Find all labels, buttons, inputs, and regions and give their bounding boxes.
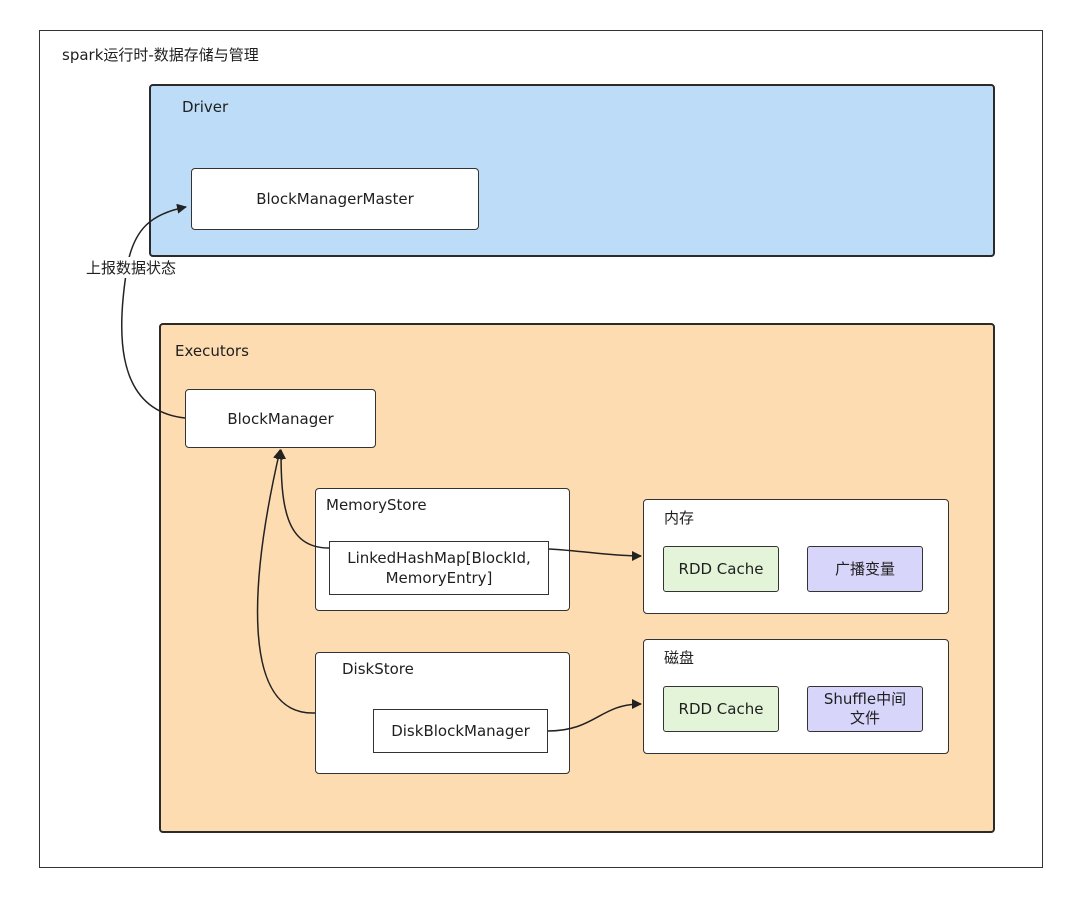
broadcast-variable-node[interactable]: 广播变量: [807, 546, 923, 592]
shuffle-file-node[interactable]: Shuffle中间 文件: [807, 686, 923, 732]
linked-hash-map-line1: LinkedHashMap[BlockId,: [347, 549, 531, 567]
linked-hash-map-line2: MemoryEntry]: [385, 569, 493, 587]
block-manager-master-node[interactable]: BlockManagerMaster: [191, 168, 479, 230]
shuffle-file-line2: 文件: [849, 709, 880, 727]
disk-store-to-block-manager-edge: [256, 449, 316, 714]
report-status-label: 上报数据状态: [84, 257, 179, 278]
block-manager-master-label: BlockManagerMaster: [256, 190, 414, 208]
disk-rdd-cache-label: RDD Cache: [678, 699, 764, 718]
memory-store-title: MemoryStore: [326, 496, 427, 514]
disk-title: 磁盘: [664, 649, 695, 667]
memory-store-to-block-manager-edge: [276, 449, 330, 549]
memory-title: 内存: [664, 509, 695, 527]
driver-title: Driver: [182, 98, 229, 116]
hash-map-to-memory-edge: [548, 548, 642, 561]
memory-rdd-cache-label: RDD Cache: [678, 559, 764, 578]
memory-rdd-cache-node[interactable]: RDD Cache: [663, 546, 779, 592]
report-status-edge: [120, 203, 187, 419]
broadcast-variable-label: 广播变量: [834, 559, 895, 578]
disk-block-manager-to-disk-edge: [547, 699, 642, 732]
shuffle-file-line1: Shuffle中间: [823, 690, 907, 708]
block-manager-node[interactable]: BlockManager: [185, 389, 376, 448]
linked-hash-map-node[interactable]: LinkedHashMap[BlockId, MemoryEntry]: [329, 541, 549, 595]
diagram-title: spark运行时-数据存储与管理: [62, 46, 259, 64]
disk-rdd-cache-node[interactable]: RDD Cache: [663, 686, 779, 732]
block-manager-label: BlockManager: [227, 409, 334, 428]
disk-block-manager-label: DiskBlockManager: [391, 722, 530, 740]
disk-block-manager-node[interactable]: DiskBlockManager: [373, 709, 548, 753]
disk-store-title: DiskStore: [342, 660, 414, 678]
executors-title: Executors: [175, 342, 249, 360]
